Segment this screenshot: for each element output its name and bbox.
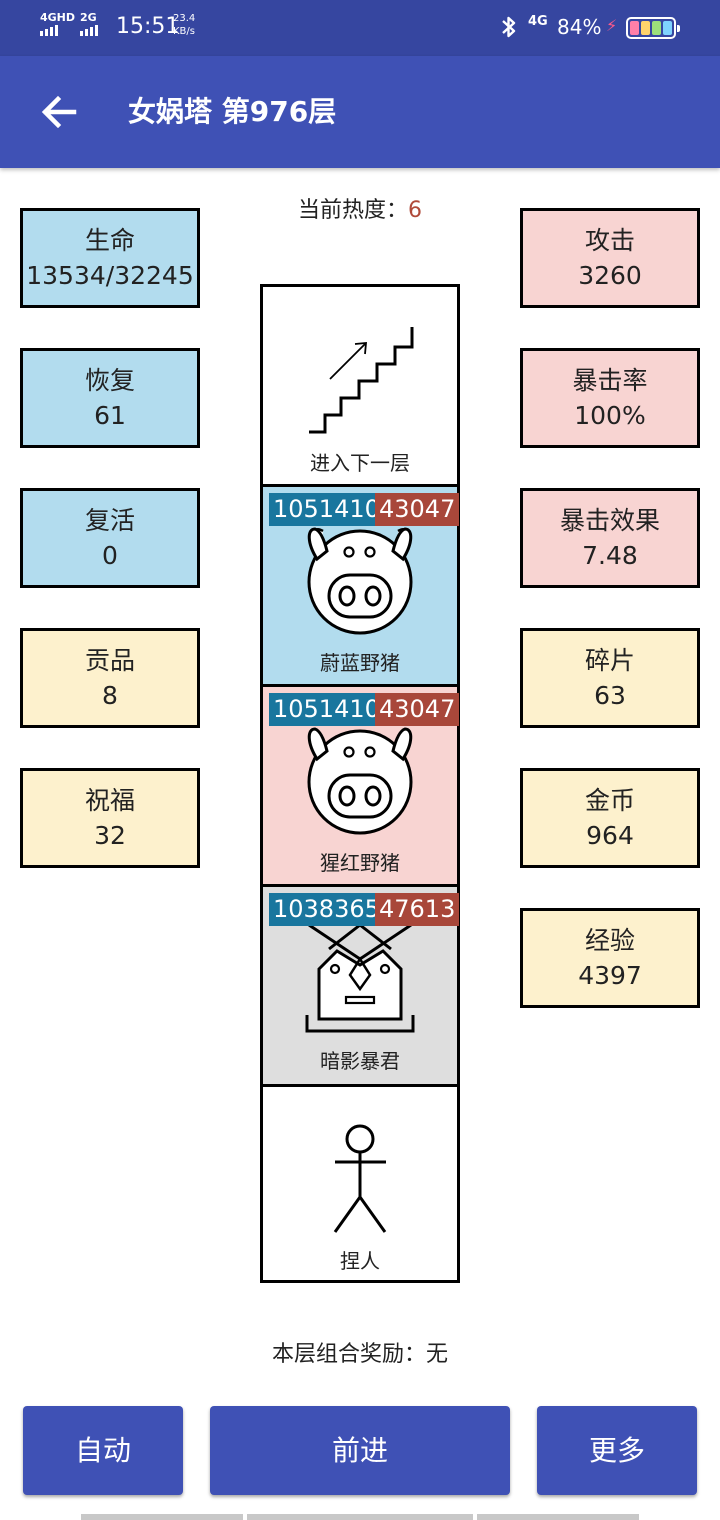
page-title: 女娲塔 第976层 xyxy=(128,95,337,128)
stat-regen: 恢复 61 xyxy=(20,348,200,448)
stat-value: 964 xyxy=(586,821,634,850)
stat-label: 祝福 xyxy=(84,786,135,815)
stat-value: 4397 xyxy=(578,961,642,990)
stat-attack: 攻击 3260 xyxy=(520,208,700,308)
stat-label: 暴击率 xyxy=(572,366,648,395)
stat-label: 暴击效果 xyxy=(559,506,660,535)
stat-label: 生命 xyxy=(84,226,135,255)
stat-gold: 金币 964 xyxy=(520,768,700,868)
stat-value: 8 xyxy=(102,681,118,710)
auto-button[interactable]: 自动 xyxy=(23,1406,183,1495)
charging-icon: ⚡ xyxy=(606,16,618,35)
stat-value: 100% xyxy=(574,401,646,430)
stairs-icon xyxy=(309,327,414,434)
stat-label: 贡品 xyxy=(84,646,135,675)
pig-icon xyxy=(307,727,413,835)
heat-label: 当前热度： xyxy=(297,198,408,223)
bluetooth-icon xyxy=(500,14,518,47)
stat-tribute: 贡品 8 xyxy=(20,628,200,728)
network-type-1: 4GHD xyxy=(40,11,76,24)
player-label: 捏人 xyxy=(340,1249,380,1273)
battery-icon xyxy=(626,17,680,39)
status-bar: 4GHD 2G 15:51 23.4 KB/s 4G 84% ⚡ xyxy=(0,0,720,56)
signal-bars-icon xyxy=(80,25,100,37)
stat-value: 63 xyxy=(594,681,626,710)
stat-label: 复活 xyxy=(84,506,135,535)
signal-bars-icon xyxy=(40,25,75,37)
monster-cell[interactable]: 1038365 47613 暗影暴君 xyxy=(263,884,460,1084)
back-button[interactable] xyxy=(36,88,84,136)
monster-name: 蔚蓝野猪 xyxy=(320,651,400,675)
stat-value: 0 xyxy=(102,541,118,570)
network-speed-unit: KB/s xyxy=(173,26,195,37)
stat-label: 恢复 xyxy=(84,366,135,395)
bonus-label: 本层组合奖励： xyxy=(271,1342,426,1367)
tyrant-icon xyxy=(305,923,415,1033)
stat-hp: 生命 13534/32245 xyxy=(20,208,200,308)
network-speed-value: 23.4 xyxy=(173,13,196,24)
floor-bonus: 本层组合奖励：无 xyxy=(0,1340,720,1370)
monster-hp-badge: 1051410 xyxy=(269,693,384,726)
monster-hp-badge: 1038365 xyxy=(269,893,384,926)
tower-column: 进入下一层 1051410 43047 蔚蓝野猪 xyxy=(260,284,460,1283)
monster-name: 猩红野猪 xyxy=(320,851,400,875)
monster-attack-badge: 47613 xyxy=(375,893,460,926)
stat-label: 经验 xyxy=(584,926,635,955)
stat-crit-rate: 暴击率 100% xyxy=(520,348,700,448)
stat-label: 金币 xyxy=(584,786,635,815)
bonus-value: 无 xyxy=(426,1342,449,1367)
app-bar: 女娲塔 第976层 xyxy=(0,56,720,168)
stat-value: 61 xyxy=(94,401,126,430)
stat-revive: 复活 0 xyxy=(20,488,200,588)
more-button[interactable]: 更多 xyxy=(537,1406,697,1495)
clock: 15:51 xyxy=(116,14,180,39)
stat-value: 7.48 xyxy=(582,541,638,570)
signal-1-indicator: 4GHD xyxy=(40,12,75,37)
stat-value: 3260 xyxy=(578,261,642,290)
stat-value: 32 xyxy=(94,821,126,850)
pig-icon xyxy=(307,527,413,635)
scroll-indicator xyxy=(247,1514,473,1520)
heat-indicator: 当前热度：6 xyxy=(0,196,720,226)
next-floor-cell[interactable]: 进入下一层 xyxy=(263,287,457,484)
battery-percent: 84% xyxy=(557,15,602,39)
network-type-2: 2G xyxy=(80,11,97,24)
mobile-data-indicator: 4G xyxy=(528,14,548,29)
stat-crit-effect: 暴击效果 7.48 xyxy=(520,488,700,588)
heat-value: 6 xyxy=(408,198,422,223)
monster-hp-badge: 1051410 xyxy=(269,493,384,526)
stat-shards: 碎片 63 xyxy=(520,628,700,728)
monster-name: 暗影暴君 xyxy=(320,1049,400,1073)
stat-experience: 经验 4397 xyxy=(520,908,700,1008)
stat-label: 攻击 xyxy=(584,226,635,255)
monster-cell[interactable]: 1051410 43047 猩红野猪 xyxy=(263,684,460,884)
arrow-left-icon xyxy=(41,95,77,129)
next-floor-label: 进入下一层 xyxy=(310,451,410,475)
scroll-indicator xyxy=(477,1514,639,1520)
stat-label: 碎片 xyxy=(584,646,635,675)
stat-blessing: 祝福 32 xyxy=(20,768,200,868)
signal-2-indicator: 2G xyxy=(80,12,100,37)
monster-attack-badge: 43047 xyxy=(375,693,460,726)
scroll-indicator xyxy=(81,1514,243,1520)
monster-cell[interactable]: 1051410 43047 蔚蓝野猪 xyxy=(263,484,460,684)
stat-value: 13534/32245 xyxy=(26,261,194,290)
monster-attack-badge: 43047 xyxy=(375,493,460,526)
stick-figure-icon xyxy=(333,1124,387,1233)
player-cell[interactable]: 捏人 xyxy=(263,1084,457,1280)
network-speed: 23.4 KB/s xyxy=(173,12,195,38)
forward-button[interactable]: 前进 xyxy=(210,1406,510,1495)
